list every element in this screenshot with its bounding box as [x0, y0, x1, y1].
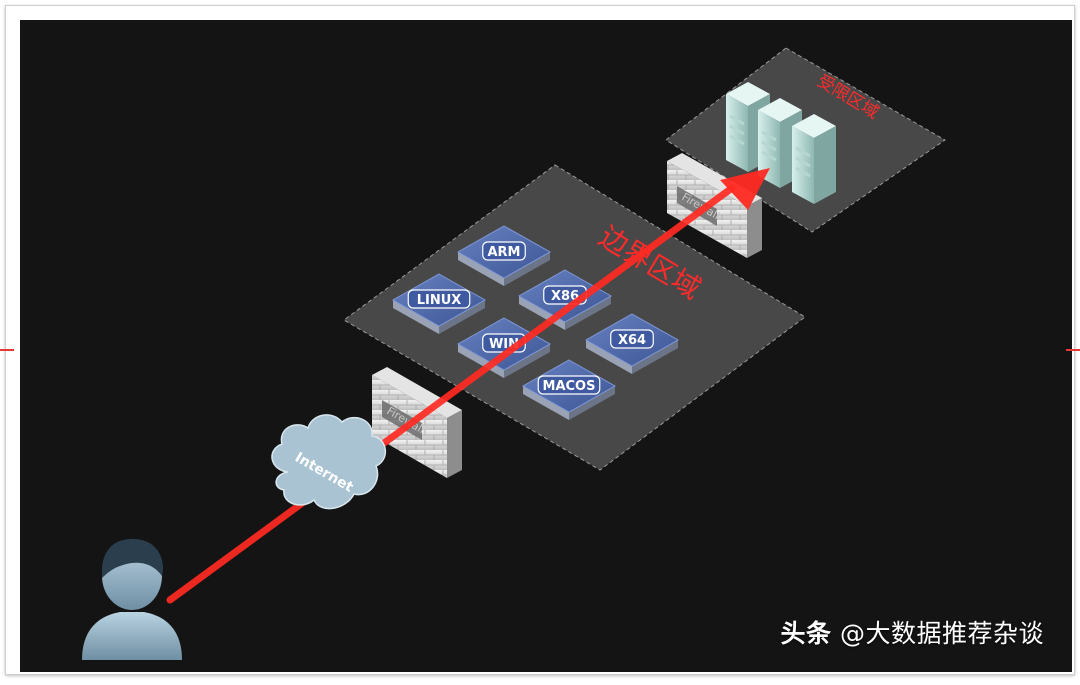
server-label-plate	[482, 241, 526, 261]
server-side	[393, 300, 439, 334]
server-side	[504, 344, 550, 378]
server-x64: X64	[584, 313, 680, 374]
server-side	[439, 300, 485, 334]
server-side	[523, 386, 569, 420]
server-side	[632, 340, 678, 374]
server-label: LINUX	[417, 293, 462, 308]
server-label-plate	[537, 375, 601, 395]
server-label: X86	[551, 289, 579, 304]
edge-marker	[0, 349, 14, 351]
server-label-plate	[610, 329, 654, 349]
arrow-head-icon	[720, 168, 770, 210]
internet-cloud-icon: Internet	[271, 414, 386, 510]
server-label-plate	[407, 289, 471, 309]
server-side	[458, 252, 504, 286]
server-macos: MACOS	[521, 359, 617, 420]
server-label: X64	[618, 333, 646, 348]
server-x86: X86	[517, 269, 613, 330]
server-side	[586, 340, 632, 374]
server-arm: ARM	[456, 225, 552, 286]
watermark-handle: @大数据推荐杂谈	[839, 619, 1044, 648]
user-person-icon	[82, 538, 182, 660]
server-side	[504, 252, 550, 286]
server-label: ARM	[487, 245, 520, 260]
server-side	[565, 296, 611, 330]
attack-path-arrow	[166, 184, 736, 604]
server-side	[569, 386, 615, 420]
edge-marker	[1066, 349, 1080, 351]
watermark-brand: 头条	[780, 619, 832, 648]
server-label: MACOS	[543, 379, 596, 394]
server-side	[458, 344, 504, 378]
server-linux: LINUX	[391, 273, 487, 334]
watermark: 头条 @大数据推荐杂谈	[781, 614, 1044, 650]
server-tower-icon	[792, 114, 836, 204]
